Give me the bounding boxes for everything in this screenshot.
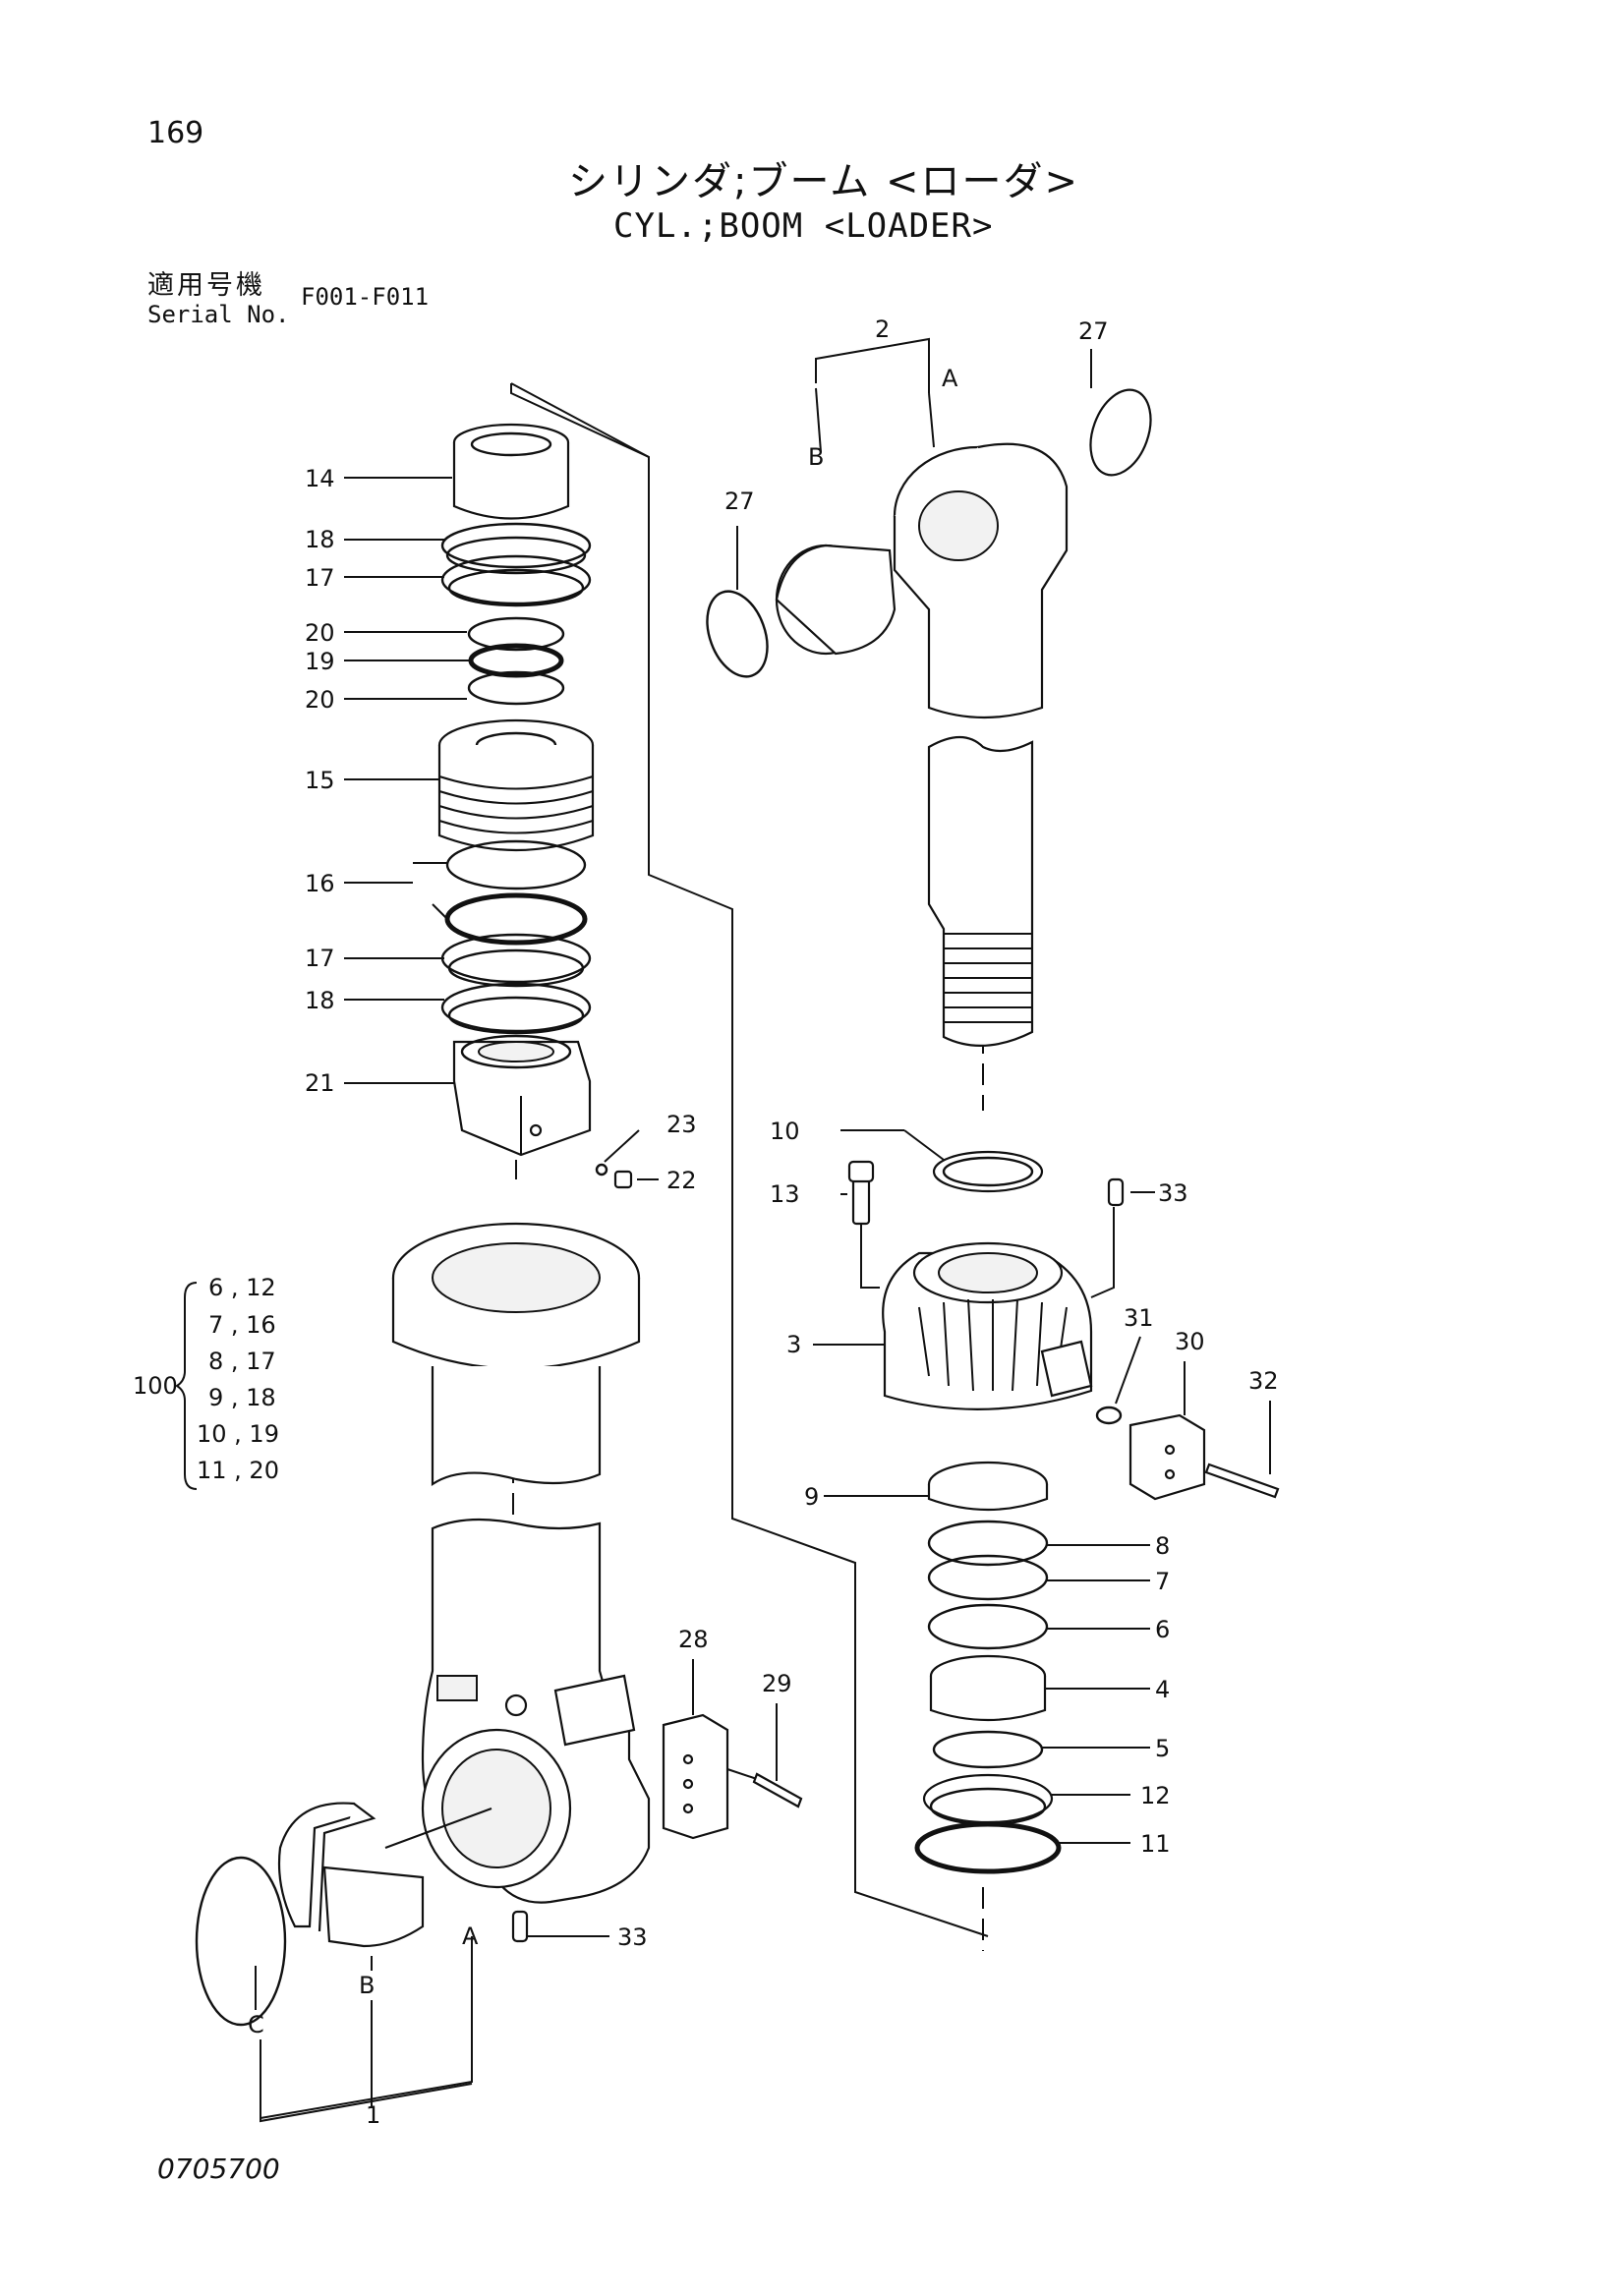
callout-22: 22 — [666, 1167, 697, 1194]
kit-row: 10 , 19 — [197, 1420, 279, 1448]
callout-5: 5 — [1155, 1735, 1170, 1762]
callout-labels: 14 18 17 20 19 20 15 16 17 18 21 23 22 2… — [248, 316, 1279, 2129]
part-10-ring — [932, 1150, 1044, 1193]
callout-19: 19 — [305, 648, 335, 675]
part-2-rod — [927, 736, 1034, 1047]
callout-18: 18 — [305, 526, 335, 553]
callout-30: 30 — [1175, 1328, 1205, 1355]
part-16-rings — [444, 839, 588, 946]
title-japanese: シリンダ;ブーム <ローダ> — [568, 159, 1080, 204]
callout-a-bottom: A — [462, 1923, 479, 1950]
callout-31: 31 — [1124, 1304, 1154, 1332]
callout-10: 10 — [770, 1118, 800, 1145]
kit-row: 7 , 16 — [208, 1311, 276, 1339]
callout-20: 20 — [305, 686, 335, 714]
callout-23: 23 — [666, 1111, 697, 1138]
leader-lines — [175, 337, 1271, 2123]
part-31-30-32-valve — [1095, 1406, 1280, 1501]
kit-row: 11 , 20 — [197, 1457, 279, 1484]
callout-27: 27 — [1078, 317, 1109, 345]
callout-27: 27 — [724, 488, 755, 515]
callout-4: 4 — [1155, 1676, 1170, 1703]
serial-label-english: Serial No. — [147, 301, 290, 328]
callout-1: 1 — [366, 2101, 380, 2129]
callout-17: 17 — [305, 945, 335, 972]
callout-a-top: A — [942, 365, 958, 392]
part-1-bushings-and-clip — [195, 1802, 425, 2027]
part-23-22-fittings — [595, 1163, 633, 1189]
part-29-bolt — [752, 1772, 803, 1808]
callout-13: 13 — [770, 1180, 800, 1208]
callout-15: 15 — [305, 767, 335, 794]
callout-b-bottom: B — [359, 1972, 375, 1999]
kit-row: 8 , 17 — [208, 1348, 276, 1375]
cylinder-head-flange — [391, 1222, 641, 1487]
parts-4-to-12-piston-kit — [914, 1461, 1062, 1874]
part-21-nut — [452, 1034, 592, 1157]
part-20-19-seals — [467, 616, 565, 706]
callout-b-top: B — [808, 443, 824, 471]
part-1-cylinder-tube — [421, 1518, 651, 1904]
callout-8: 8 — [1155, 1532, 1170, 1560]
callout-2: 2 — [875, 316, 890, 343]
callout-28: 28 — [678, 1626, 709, 1653]
part-33-grease-fitting-lower — [511, 1910, 529, 1943]
page-number: 169 — [147, 116, 204, 150]
callout-c-bottom: C — [248, 2011, 264, 2038]
kit-row: 6 , 12 — [208, 1274, 276, 1301]
callout-29: 29 — [762, 1670, 792, 1697]
seal-kit-100: 100 6 , 12 7 , 16 8 , 17 9 , 18 10 , 19 … — [133, 1274, 279, 1484]
part-2-rod-eye — [706, 388, 1152, 719]
part-17-18-rings-lower — [440, 933, 592, 1035]
callout-16: 16 — [305, 870, 335, 897]
serial-label-japanese: 適用号機 — [147, 270, 265, 301]
part-13-bolt — [847, 1160, 875, 1226]
callout-20: 20 — [305, 619, 335, 647]
callout-6: 6 — [1155, 1616, 1170, 1643]
callout-33: 33 — [617, 1923, 648, 1951]
title-english: CYL.;BOOM <LOADER> — [613, 206, 994, 246]
part-18-17-rings-top — [440, 522, 592, 607]
part-3-rod-cover — [882, 1241, 1093, 1410]
callout-14: 14 — [305, 465, 335, 492]
callout-17: 17 — [305, 564, 335, 592]
callout-3: 3 — [786, 1331, 801, 1358]
callout-11: 11 — [1140, 1830, 1171, 1858]
callout-21: 21 — [305, 1069, 335, 1097]
kit-row: 9 , 18 — [208, 1384, 276, 1411]
callout-12: 12 — [1140, 1782, 1171, 1809]
part-28-valve-block — [662, 1713, 758, 1840]
callout-18: 18 — [305, 987, 335, 1014]
callout-7: 7 — [1155, 1568, 1170, 1595]
callout-32: 32 — [1248, 1367, 1279, 1395]
document-code: 0705700 — [157, 2152, 280, 2185]
part-33-grease-fitting-upper — [1107, 1177, 1125, 1207]
kit-label: 100 — [133, 1372, 178, 1400]
part-15-piston — [437, 718, 595, 852]
callout-9: 9 — [804, 1483, 819, 1511]
serial-range: F001-F011 — [301, 283, 430, 311]
callout-33: 33 — [1158, 1179, 1188, 1207]
part-14-bushing — [452, 423, 570, 520]
